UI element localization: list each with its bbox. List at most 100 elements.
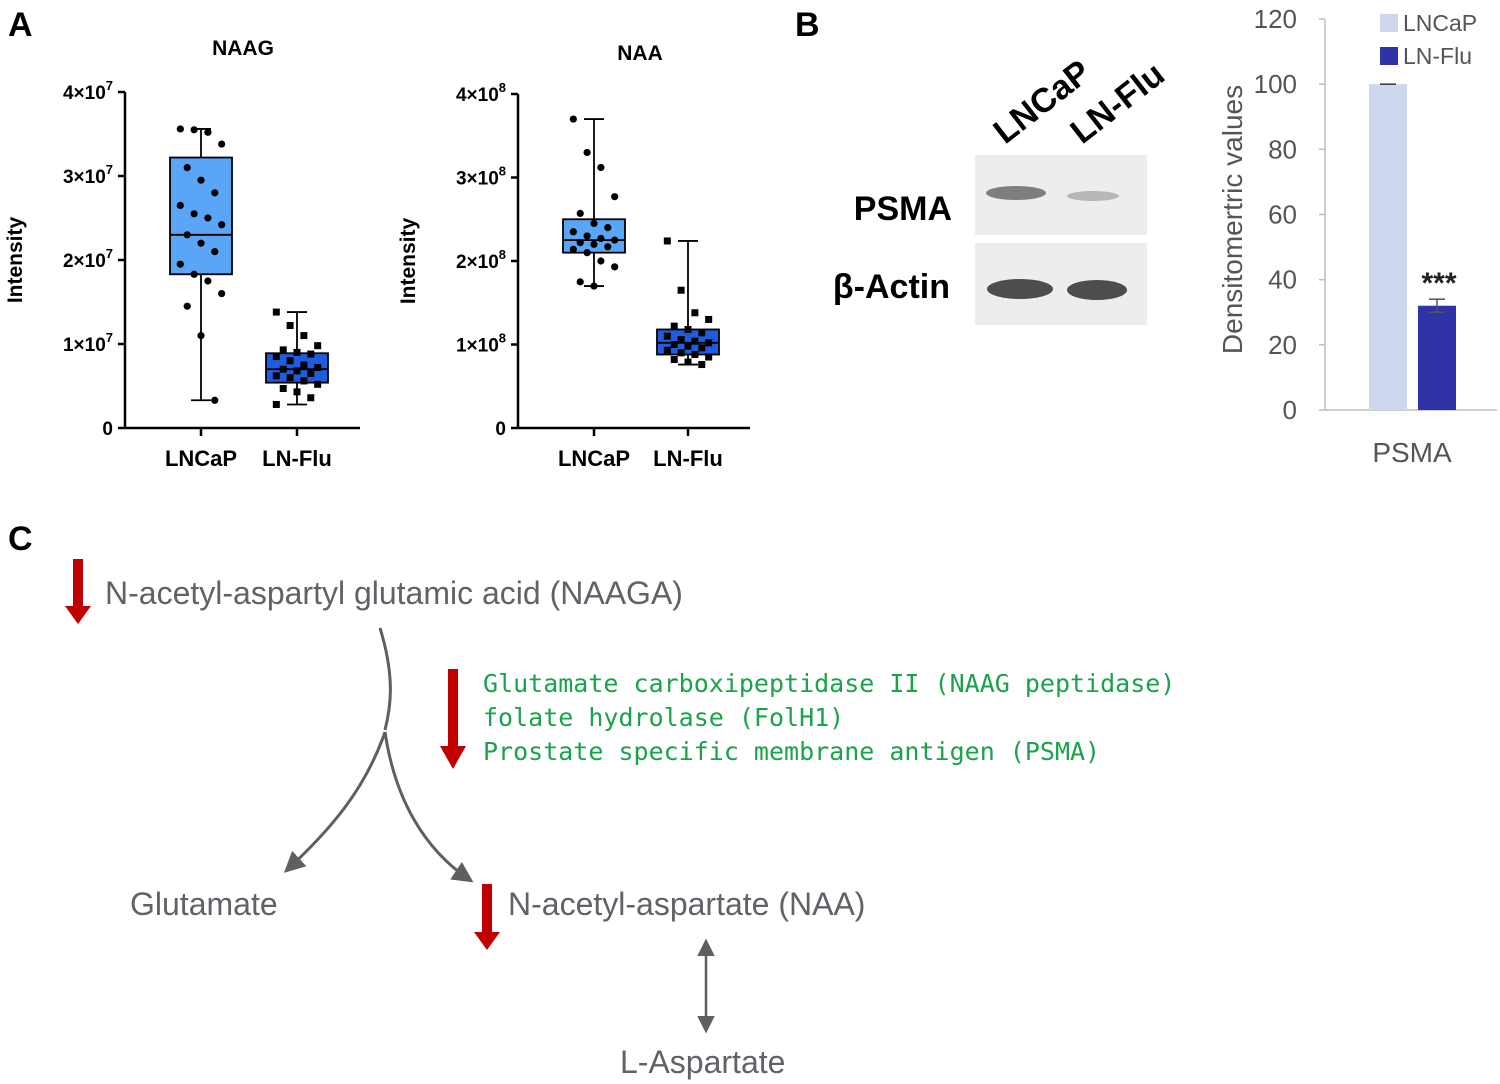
point-0-0-1 [190, 126, 198, 134]
point-1-1-8 [677, 335, 685, 343]
legend-label-0: LNCaP [1403, 10, 1477, 36]
legend-swatch-0 [1380, 14, 1398, 32]
y-axis-label-0: Intensity [4, 217, 27, 304]
blot-band-actin-lnflu [1067, 280, 1127, 300]
point-0-1-11 [279, 365, 287, 373]
blot-row-actin: β-Actin [833, 268, 950, 306]
point-0-1-5 [293, 348, 301, 356]
bar-y-tick-label-5: 100 [1254, 69, 1297, 99]
point-1-1-9 [691, 337, 699, 345]
bar-y-axis-label: Densitomertric values [1217, 85, 1248, 354]
panel-label-b: B [795, 6, 820, 44]
blot-band-psma-lncap [986, 186, 1046, 200]
point-0-0-11 [183, 231, 191, 239]
point-1-0-19 [590, 282, 598, 290]
arrow-to-glutamate [283, 731, 387, 873]
blot-band-actin-lncap [987, 279, 1053, 299]
point-1-1-10 [705, 339, 713, 347]
point-1-1-18 [670, 356, 678, 364]
point-0-1-14 [272, 372, 280, 380]
point-0-1-15 [286, 374, 294, 382]
point-1-0-0 [569, 115, 577, 123]
point-1-0-6 [604, 224, 612, 232]
y-tick-label-0-1: 1×107 [63, 330, 113, 356]
point-0-0-6 [211, 189, 219, 197]
point-1-1-0 [663, 237, 671, 245]
point-0-1-17 [314, 380, 322, 388]
point-0-1-16 [300, 377, 308, 385]
point-1-0-9 [597, 234, 605, 243]
point-0-0-2 [204, 128, 212, 136]
significance-annotation: *** [1421, 267, 1456, 300]
point-1-1-11 [670, 341, 678, 348]
point-0-0-5 [197, 176, 205, 184]
panel-label-c: C [8, 520, 33, 558]
y-tick-label-1-3: 3×108 [456, 164, 506, 190]
legend-label-1: LN-Flu [1403, 43, 1472, 69]
x-tick-label-1-0: LNCaP [558, 446, 630, 471]
x-tick-label-0-0: LNCaP [165, 446, 237, 471]
y-tick-label-1-0: 0 [495, 419, 506, 440]
plot-title-1: NAA [617, 42, 663, 65]
point-1-0-13 [604, 243, 612, 251]
point-0-0-15 [190, 270, 198, 278]
label-l-aspartate: L-Aspartate [620, 1044, 785, 1080]
point-1-0-8 [583, 232, 591, 240]
blot-row-psma: PSMA [854, 190, 952, 228]
point-0-0-12 [197, 239, 205, 247]
point-0-1-21 [272, 400, 280, 408]
point-1-0-14 [569, 245, 577, 253]
y-tick-label-0-0: 0 [102, 419, 113, 440]
down-arrow-naa [474, 884, 500, 950]
point-0-0-19 [197, 332, 205, 340]
point-1-0-11 [576, 239, 584, 247]
y-tick-label-0-4: 4×107 [63, 78, 113, 104]
bar-y-tick-label-6: 120 [1254, 4, 1297, 34]
box-0-0 [169, 156, 233, 276]
point-0-0-18 [183, 302, 191, 310]
enzyme-line-3: Prostate specific membrane antigen (PSMA… [483, 737, 1100, 766]
point-1-1-3 [705, 315, 713, 323]
bar-0 [1369, 84, 1407, 411]
bar-y-tick-label-3: 60 [1268, 200, 1297, 230]
point-0-1-0 [272, 308, 280, 316]
point-1-0-10 [611, 236, 619, 244]
point-0-0-4 [183, 164, 191, 172]
point-0-1-4 [279, 346, 287, 354]
point-0-0-17 [218, 290, 226, 298]
y-axis-label-1: Intensity [397, 218, 420, 305]
point-1-1-13 [698, 344, 706, 352]
point-1-1-6 [698, 329, 706, 337]
point-0-1-1 [286, 322, 294, 330]
point-0-0-0 [176, 125, 184, 133]
point-0-0-14 [176, 260, 184, 268]
point-1-1-2 [691, 309, 699, 317]
point-1-0-7 [569, 228, 577, 236]
label-naaga: N-acetyl-aspartyl glutamic acid (NAAGA) [105, 575, 683, 611]
point-0-1-19 [293, 388, 301, 396]
point-0-1-12 [293, 367, 301, 375]
blot-band-psma-lnflu [1067, 191, 1119, 201]
point-1-0-16 [597, 257, 605, 265]
point-1-0-1 [583, 148, 591, 157]
point-1-1-14 [663, 346, 671, 354]
point-1-1-4 [670, 322, 678, 330]
y-tick-label-1-1: 1×108 [456, 331, 506, 357]
y-tick-label-1-4: 4×108 [456, 80, 506, 106]
bar-y-tick-label-1: 20 [1268, 330, 1297, 360]
arrow-to-naa [383, 731, 474, 883]
point-0-1-9 [300, 361, 308, 369]
point-1-1-1 [677, 286, 685, 294]
point-0-1-8 [286, 357, 294, 365]
point-1-1-16 [691, 351, 699, 359]
bar-category-label: PSMA [1372, 437, 1452, 468]
point-1-1-19 [684, 358, 692, 366]
point-0-0-13 [211, 248, 219, 256]
point-0-0-16 [204, 277, 212, 285]
down-arrow-naaga [65, 559, 91, 624]
enzyme-line-2: folate hydrolase (FolH1) [483, 703, 844, 732]
pathway-split-curve [378, 627, 392, 731]
point-0-0-7 [176, 201, 184, 209]
x-tick-label-1-1: LN-Flu [653, 446, 723, 471]
